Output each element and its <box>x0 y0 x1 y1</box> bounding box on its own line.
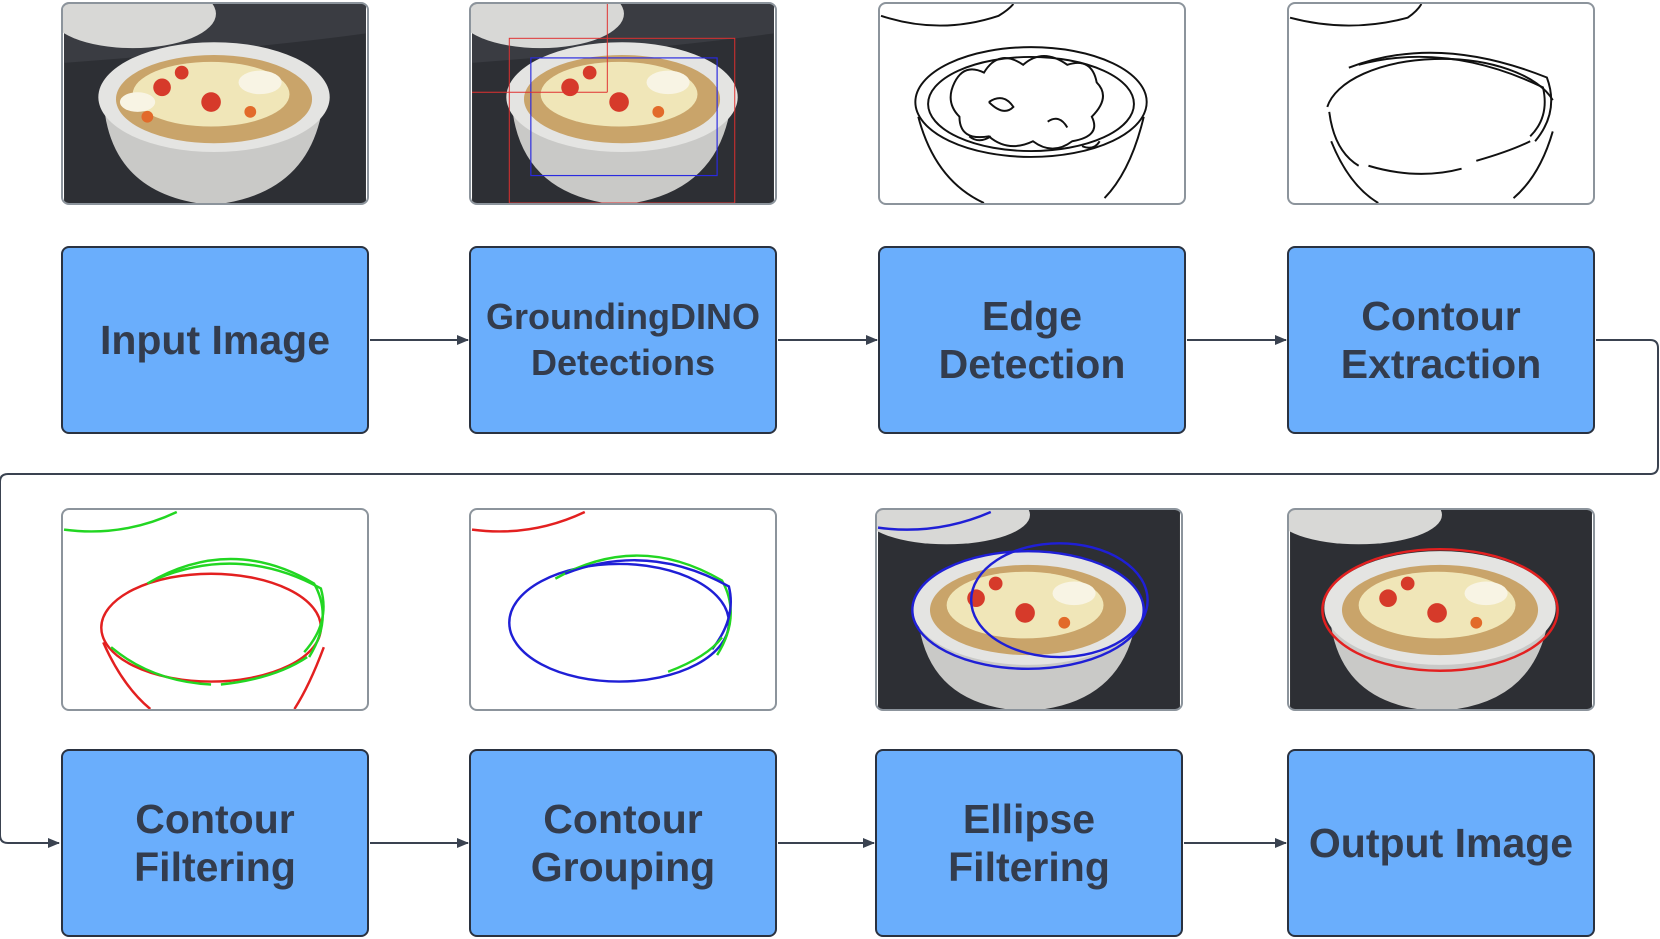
contour-extraction-thumbnail <box>1287 2 1595 205</box>
step-contour-extraction: Contour Extraction <box>1287 246 1595 434</box>
output-ellipse-photo <box>1289 510 1592 709</box>
step-label: Input Image <box>99 317 331 363</box>
step-output-image: Output Image <box>1287 749 1595 937</box>
output-image-thumbnail <box>1287 508 1595 711</box>
contour-grouping-thumbnail <box>469 508 777 711</box>
step-contour-filtering: Contour Filtering <box>61 749 369 937</box>
filtered-contours <box>63 510 325 709</box>
step-label: Edge Detection <box>938 293 1126 387</box>
ellipse-filtering-thumbnail <box>875 508 1183 711</box>
step-input-image: Input Image <box>61 246 369 434</box>
step-label: GroundingDINO Detections <box>486 296 760 383</box>
edge-map <box>880 4 1148 203</box>
step-contour-grouping: Contour Grouping <box>469 749 777 937</box>
input-image-thumbnail <box>61 2 369 205</box>
soup-bowl-photo <box>63 4 366 203</box>
step-label: Contour Extraction <box>1340 293 1542 387</box>
step-groundingdino-detections: GroundingDINO Detections <box>469 246 777 434</box>
step-label: Contour Grouping <box>530 796 716 890</box>
step-label: Output Image <box>1308 820 1574 866</box>
step-ellipse-filtering: Ellipse Filtering <box>875 749 1183 937</box>
step-label: Contour Filtering <box>134 796 296 890</box>
edge-detection-thumbnail <box>878 2 1186 205</box>
step-label: Ellipse Filtering <box>948 796 1110 890</box>
step-edge-detection: Edge Detection <box>878 246 1186 434</box>
detection-boxes-photo <box>471 4 774 203</box>
groundingdino-detections-thumbnail <box>469 2 777 205</box>
ellipse-candidates-photo <box>877 510 1180 709</box>
contour-map <box>1289 4 1554 203</box>
contour-filtering-thumbnail <box>61 508 369 711</box>
grouped-contours <box>471 510 732 683</box>
